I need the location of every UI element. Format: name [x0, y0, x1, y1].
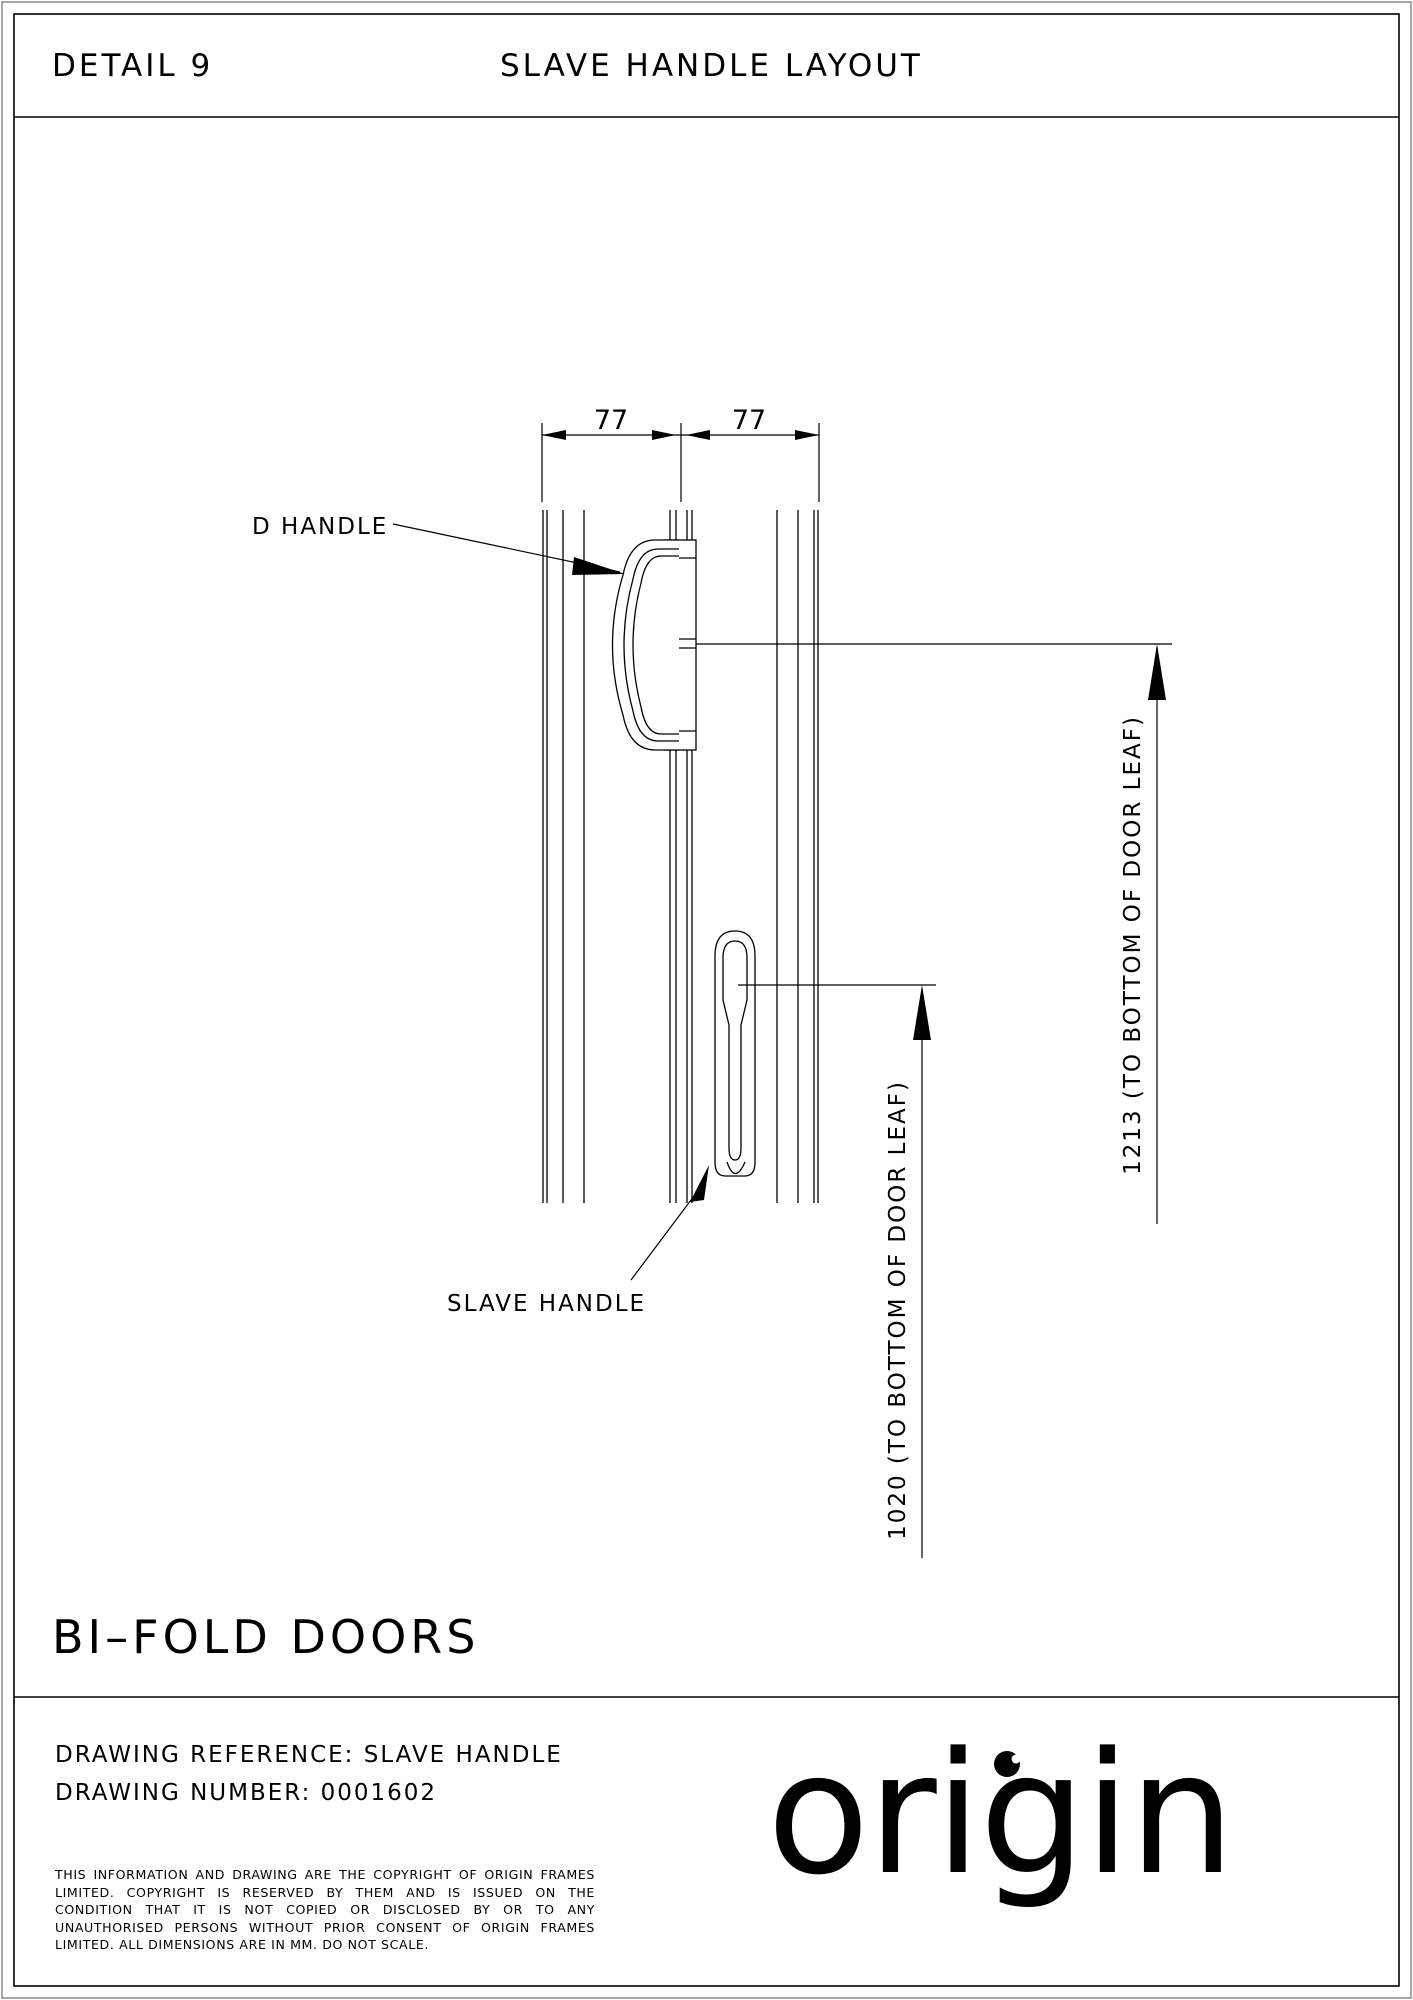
frame-border: [13, 13, 1400, 1987]
d-handle-height-arrow: [1148, 644, 1166, 700]
slave-height-label: 1020 (TO BOTTOM OF DOOR LEAF): [885, 1080, 911, 1540]
d-handle-height-label: 1213 (TO BOTTOM OF DOOR LEAF): [1120, 715, 1146, 1175]
width-dimension-arrows: [542, 430, 819, 440]
copyright-notice: THIS INFORMATION AND DRAWING ARE THE COP…: [55, 1867, 595, 1952]
slave-height-arrow: [913, 985, 931, 1040]
slave-handle-label: SLAVE HANDLE: [447, 1291, 646, 1317]
d-handle-label: D HANDLE: [252, 514, 388, 540]
d-handle: [611, 539, 697, 751]
drawing-number: DRAWING NUMBER: 0001602: [55, 1780, 438, 1806]
drawing-reference: DRAWING REFERENCE: SLAVE HANDLE: [55, 1742, 563, 1768]
width-dimension: [541, 423, 820, 502]
dimension-left-label: 77: [594, 405, 628, 436]
origin-logo: origin: [767, 1716, 1235, 1912]
slave-handle: [714, 930, 756, 1177]
dimension-right-label: 77: [732, 405, 766, 436]
d-handle-leader-arrow: [572, 557, 625, 575]
drawing-title: SLAVE HANDLE LAYOUT: [500, 48, 923, 84]
slave-handle-leader-arrow: [690, 1165, 709, 1202]
origin-logo-text: origin: [767, 1716, 1233, 1912]
detail-label: DETAIL 9: [52, 48, 214, 84]
door-frame-profile: [542, 510, 819, 1203]
product-title: BI–FOLD DOORS: [52, 1610, 480, 1664]
slave-height-dimension: [738, 984, 936, 1558]
d-handle-height-dimension: [696, 643, 1172, 1224]
